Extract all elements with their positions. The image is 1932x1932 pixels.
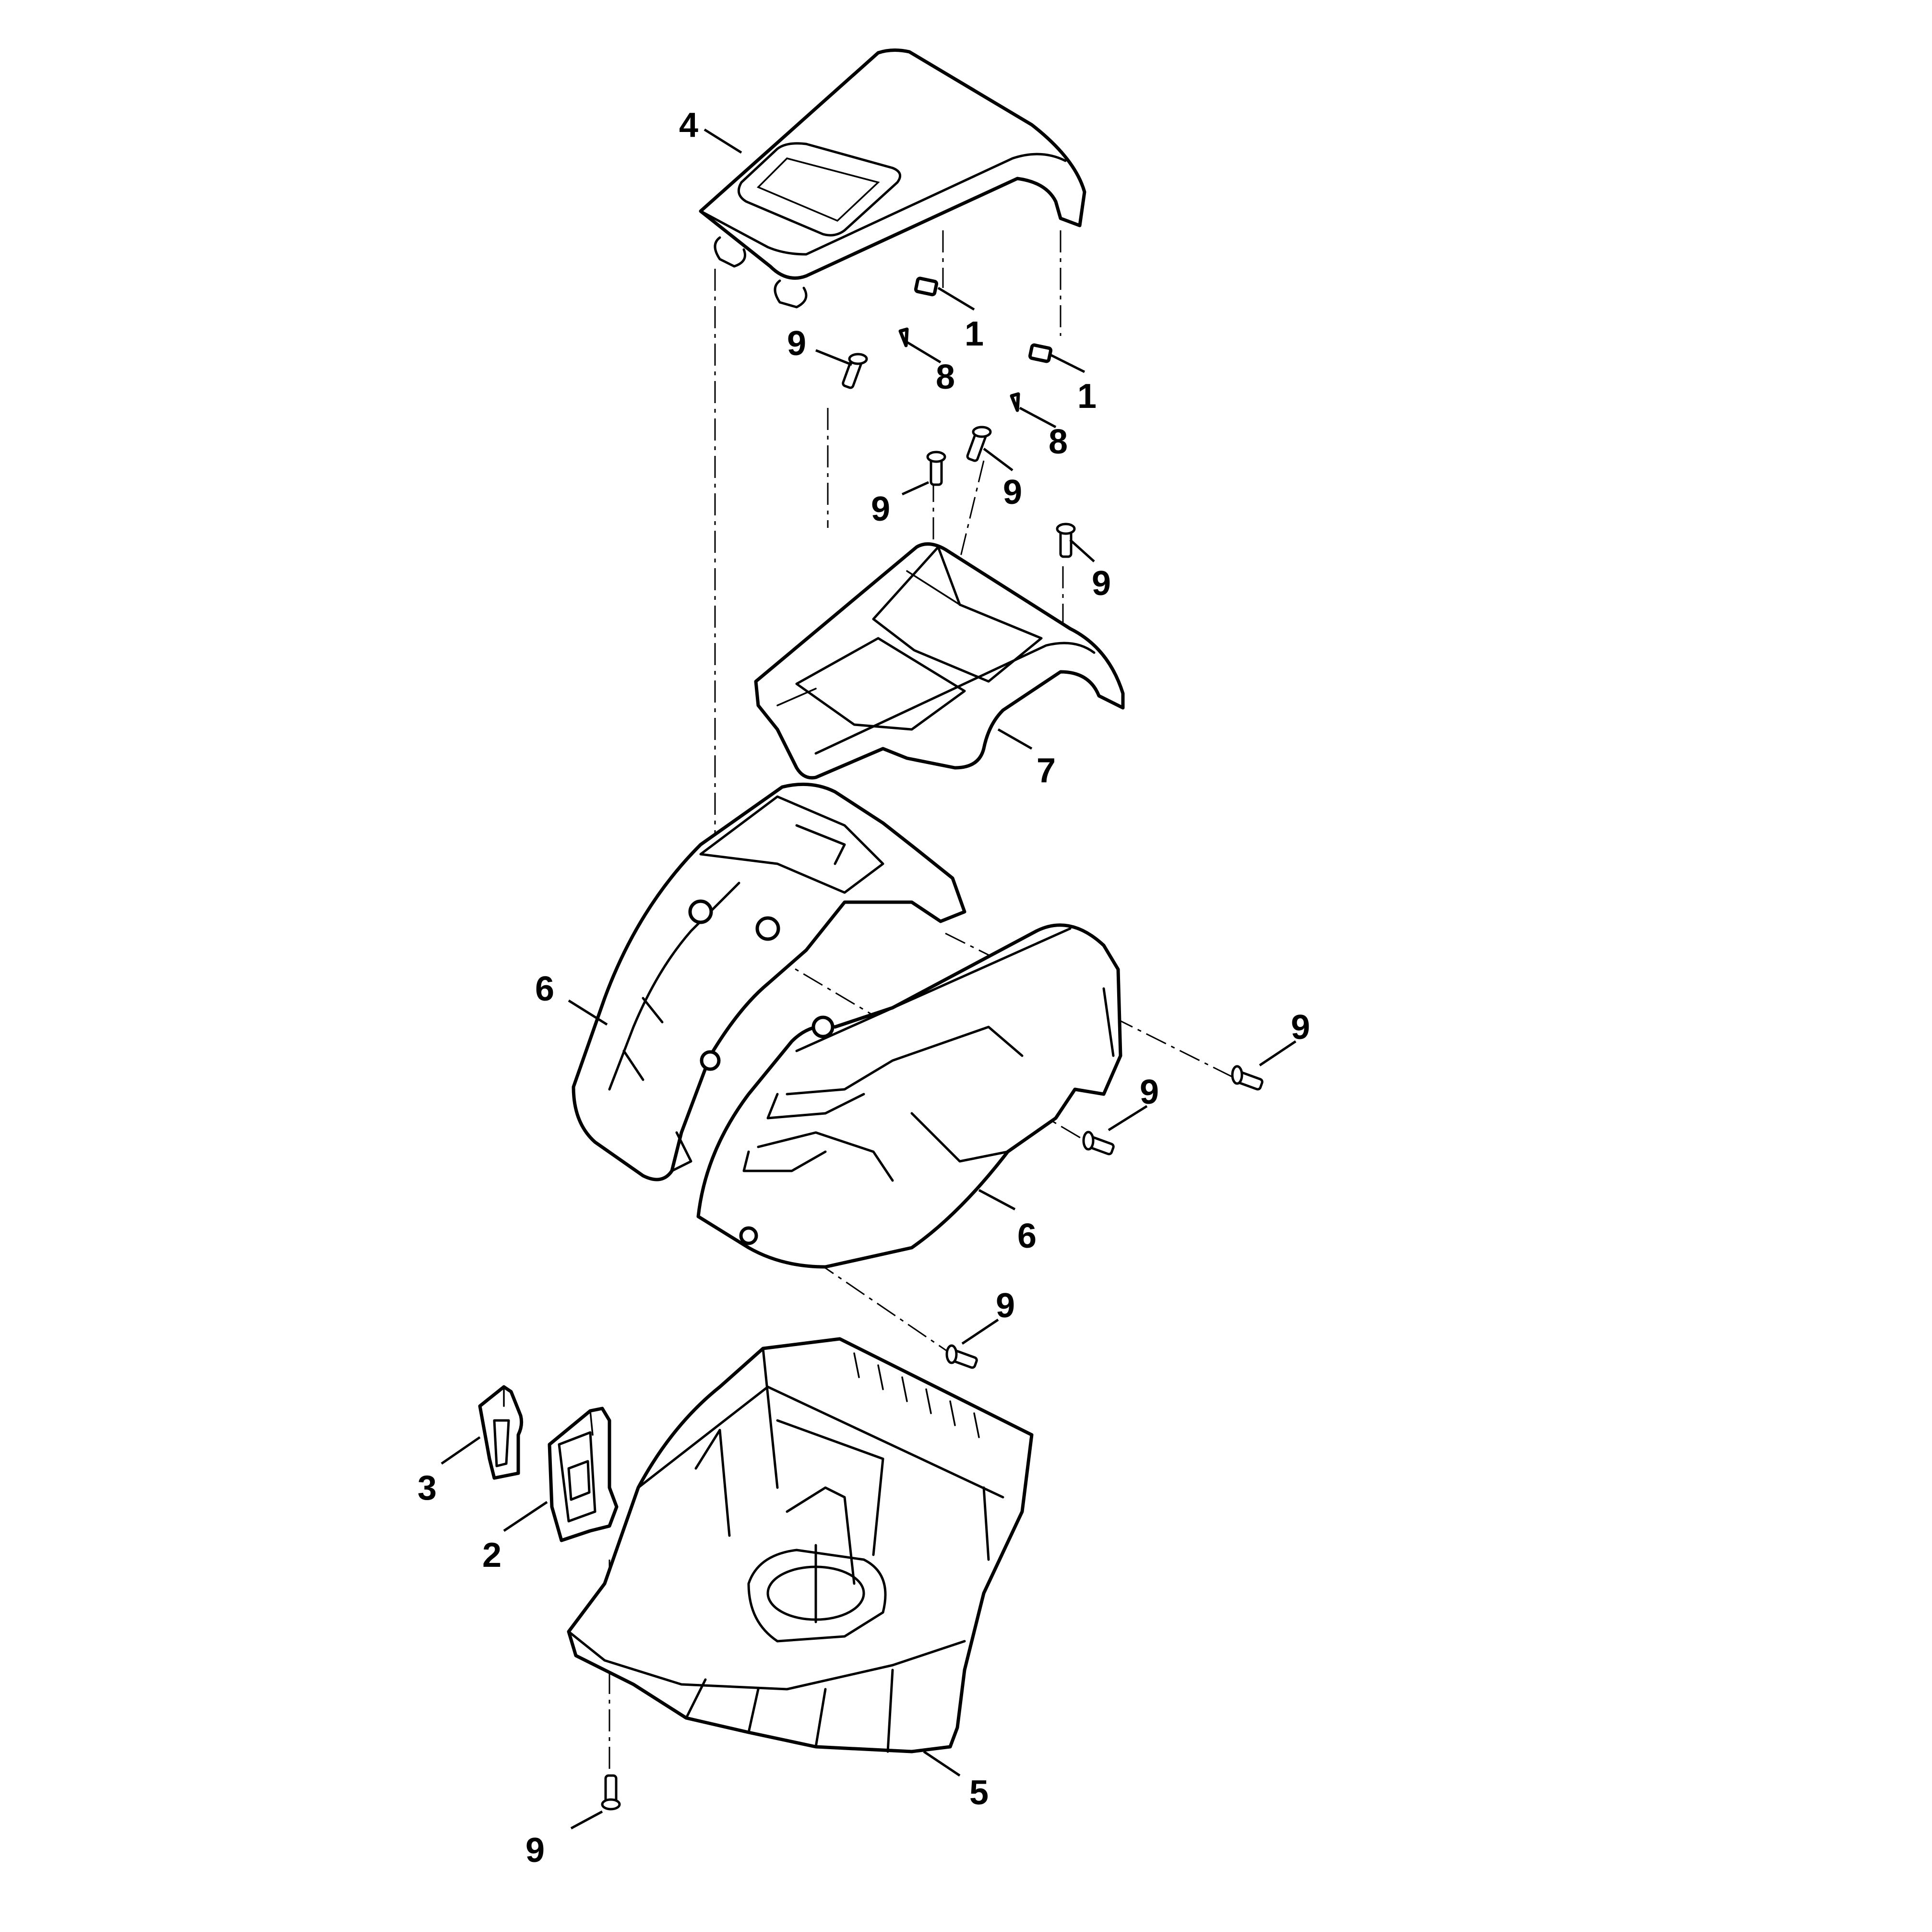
callout-7: 7	[1037, 751, 1056, 790]
top-cover-part-4	[699, 48, 1086, 309]
screw-icon	[966, 426, 992, 462]
pin-part-8	[898, 327, 1020, 412]
leader-lines	[441, 128, 1297, 1830]
callout-9: 9	[525, 1831, 545, 1870]
screw-icon	[842, 353, 868, 389]
screw-icon	[1231, 1065, 1264, 1091]
clip-part-2	[548, 1407, 619, 1542]
pad-part-1	[914, 276, 1053, 363]
screw-icon	[601, 1774, 621, 1811]
callout-4: 4	[679, 106, 698, 144]
callout-8: 8	[936, 358, 955, 396]
callout-9: 9	[787, 324, 806, 363]
screw-icon	[945, 1344, 978, 1369]
clip-part-3	[478, 1385, 524, 1480]
callout-6: 6	[535, 970, 554, 1008]
screw-icon	[1056, 523, 1076, 558]
screw-icon	[926, 451, 946, 486]
callout-8: 8	[1049, 423, 1068, 461]
bracket-part-7	[754, 542, 1125, 780]
callout-1: 1	[1077, 377, 1097, 416]
callout-1: 1	[965, 315, 984, 353]
callout-labels: 4 1 1 8 8 9 9 9 9 7 6 6 9 9 9 3 2 5 9	[417, 106, 1310, 1870]
base-housing-part-5	[567, 1337, 1034, 1753]
callout-3: 3	[417, 1469, 437, 1507]
side-housing-part-6-right	[696, 923, 1122, 1269]
callout-2: 2	[482, 1536, 501, 1574]
callout-5: 5	[969, 1774, 989, 1812]
callout-9: 9	[871, 490, 890, 528]
callout-9: 9	[1291, 1008, 1310, 1047]
callout-9: 9	[1140, 1073, 1159, 1111]
callout-9: 9	[996, 1287, 1015, 1325]
side-housing-part-6-left	[572, 782, 966, 1181]
callout-6: 6	[1017, 1217, 1037, 1255]
screw-part-9	[601, 353, 1264, 1811]
callout-9: 9	[1003, 473, 1022, 512]
callout-9: 9	[1092, 564, 1111, 603]
screw-icon	[1082, 1131, 1115, 1156]
